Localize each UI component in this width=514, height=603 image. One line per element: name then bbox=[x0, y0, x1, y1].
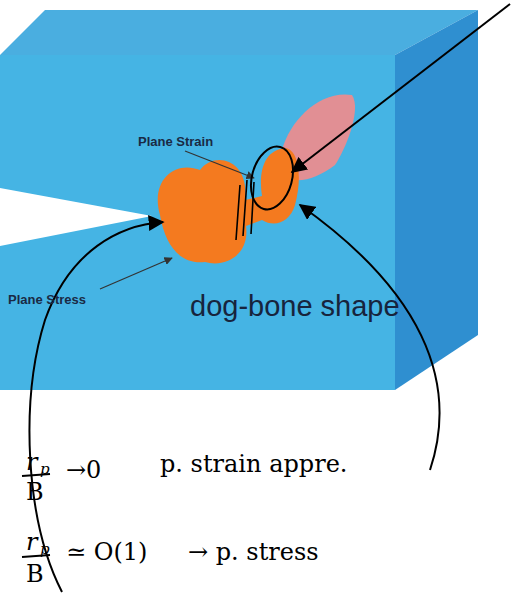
hand-symbol: B bbox=[26, 480, 44, 504]
pointer-line bbox=[185, 151, 254, 178]
caption-text: dog-bone shape bbox=[190, 292, 400, 321]
pointer-line bbox=[100, 258, 172, 289]
zone-label: Plane Stress bbox=[8, 293, 86, 306]
front-face bbox=[0, 55, 395, 390]
hand-note: →0 bbox=[66, 458, 101, 482]
hand-note: → p. stress bbox=[188, 540, 319, 564]
hand-subscript: p bbox=[40, 542, 50, 557]
hand-arrow bbox=[300, 205, 440, 470]
side-face bbox=[395, 10, 478, 390]
top-face bbox=[0, 10, 478, 55]
hand-subscript: p bbox=[40, 462, 50, 477]
hand-arrow bbox=[292, 4, 510, 172]
hand-symbol: r bbox=[26, 530, 37, 554]
hand-note: p. strain appre. bbox=[160, 452, 347, 476]
hand-note: ≃ O(1) bbox=[66, 540, 147, 564]
hand-arrow bbox=[30, 222, 163, 592]
crack-notch bbox=[0, 188, 152, 246]
hand-strokes bbox=[236, 180, 254, 240]
zone-label: Plane Strain bbox=[138, 135, 213, 148]
hand-symbol: B bbox=[26, 562, 44, 586]
hand-symbol: r bbox=[26, 450, 37, 474]
